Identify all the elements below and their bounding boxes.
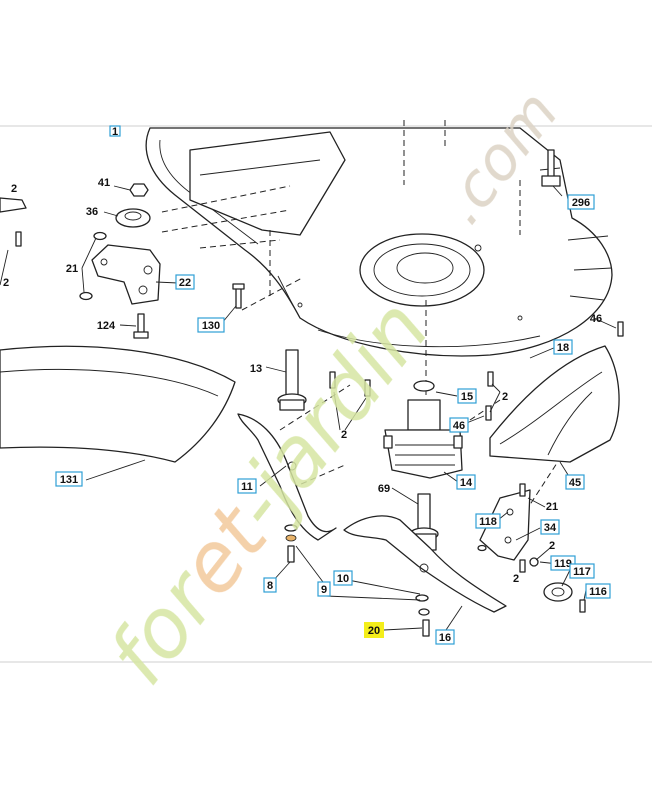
svg-text:21: 21 [66, 263, 78, 275]
bolts-2-mid [485, 371, 494, 421]
svg-text:13: 13 [250, 363, 262, 375]
svg-text:21: 21 [546, 501, 558, 513]
bolt-124 [133, 313, 149, 339]
svg-text:11: 11 [241, 481, 253, 493]
svg-text:46: 46 [453, 420, 465, 432]
callout-46-mid: 46 [449, 417, 469, 433]
pulley-36 [115, 208, 151, 228]
svg-text:41: 41 [98, 177, 110, 189]
washers-21 [79, 231, 107, 301]
svg-text:69: 69 [378, 483, 390, 495]
svg-text:130: 130 [202, 320, 220, 332]
callout-2-right: 2 [502, 391, 508, 403]
spindle-shaft-13 [277, 349, 371, 411]
callout-2-left: 2 [3, 277, 9, 289]
callout-45: 45 [565, 474, 585, 490]
callout-296: 296 [567, 194, 595, 210]
callout-117: 117 [569, 563, 595, 579]
callout-36: 36 [86, 206, 98, 218]
leader-lines [81, 185, 617, 637]
svg-text:2: 2 [341, 429, 347, 441]
svg-text:16: 16 [439, 632, 451, 644]
callout-18: 18 [553, 339, 573, 355]
callout-46-top: 46 [590, 313, 602, 325]
callout-labels: 1 41 36 21 22 124 130 2 296 46 [3, 125, 611, 645]
svg-text:14: 14 [460, 477, 473, 489]
blade-16 [343, 515, 507, 613]
svg-text:2: 2 [11, 183, 17, 195]
svg-text:2: 2 [502, 391, 508, 403]
callout-13: 13 [250, 363, 262, 375]
callout-8: 8 [263, 577, 277, 593]
callout-22: 22 [175, 274, 195, 290]
callout-131: 131 [55, 471, 83, 487]
callout-116: 116 [585, 583, 611, 599]
blade-hardware [284, 524, 430, 637]
nut-41 [129, 183, 149, 197]
bracket-34 [479, 483, 531, 561]
svg-text:15: 15 [461, 391, 473, 403]
assembly-dashed-lines [161, 120, 586, 521]
spindle-housing-14 [383, 380, 463, 479]
svg-text:2: 2 [3, 277, 9, 289]
svg-text:116: 116 [589, 586, 607, 598]
svg-text:34: 34 [544, 522, 557, 534]
svg-text:22: 22 [179, 277, 191, 289]
callout-119: 119 [550, 555, 576, 571]
svg-text:8: 8 [267, 580, 273, 592]
callout-2-far: 2 [513, 573, 519, 585]
callout-21: 21 [66, 263, 78, 275]
callout-124: 124 [97, 320, 116, 332]
idler-bracket-22 [91, 244, 161, 305]
svg-text:2: 2 [513, 573, 519, 585]
svg-text:296: 296 [572, 197, 590, 209]
svg-text:2: 2 [549, 540, 555, 552]
callout-16: 16 [435, 629, 455, 645]
svg-text:foret-jardin: foret-jardin [91, 283, 448, 703]
bolt-296 [541, 149, 561, 187]
callout-21-right: 21 [546, 501, 558, 513]
svg-text:131: 131 [60, 474, 78, 486]
callout-14: 14 [456, 474, 476, 490]
svg-text:46: 46 [590, 313, 602, 325]
mower-deck [145, 127, 613, 357]
callout-11: 11 [237, 478, 257, 494]
callout-2-bracket: 2 [549, 540, 555, 552]
callout-15: 15 [457, 388, 477, 404]
left-edge-bracket [0, 197, 27, 286]
svg-text:45: 45 [569, 477, 581, 489]
deck-guard-131 [0, 345, 236, 463]
discharge-deflector-45 [489, 345, 620, 463]
blade-11 [237, 413, 337, 541]
svg-text:118: 118 [479, 516, 497, 528]
callout-130: 130 [197, 317, 225, 333]
callout-1: 1 [109, 125, 121, 138]
callout-2-edge: 2 [11, 183, 17, 195]
svg-text:10: 10 [337, 573, 349, 585]
callout-69: 69 [378, 483, 390, 495]
svg-text:1: 1 [112, 126, 118, 138]
svg-text:117: 117 [573, 566, 591, 578]
svg-text:36: 36 [86, 206, 98, 218]
callout-2-mid: 2 [341, 429, 347, 441]
svg-text:20: 20 [368, 625, 380, 637]
callout-10: 10 [333, 570, 353, 586]
callout-41: 41 [98, 177, 110, 189]
svg-text:18: 18 [557, 342, 569, 354]
svg-text:124: 124 [97, 320, 116, 332]
idler-pulley-117 [543, 582, 586, 613]
callout-34: 34 [540, 519, 560, 535]
callout-9: 9 [317, 581, 331, 597]
bolt-130 [232, 283, 245, 309]
svg-text:9: 9 [321, 584, 327, 596]
svg-text:119: 119 [554, 558, 572, 570]
bolt-46-top [617, 321, 624, 337]
callout-118: 118 [475, 513, 501, 529]
callout-20: 20 [364, 622, 384, 638]
